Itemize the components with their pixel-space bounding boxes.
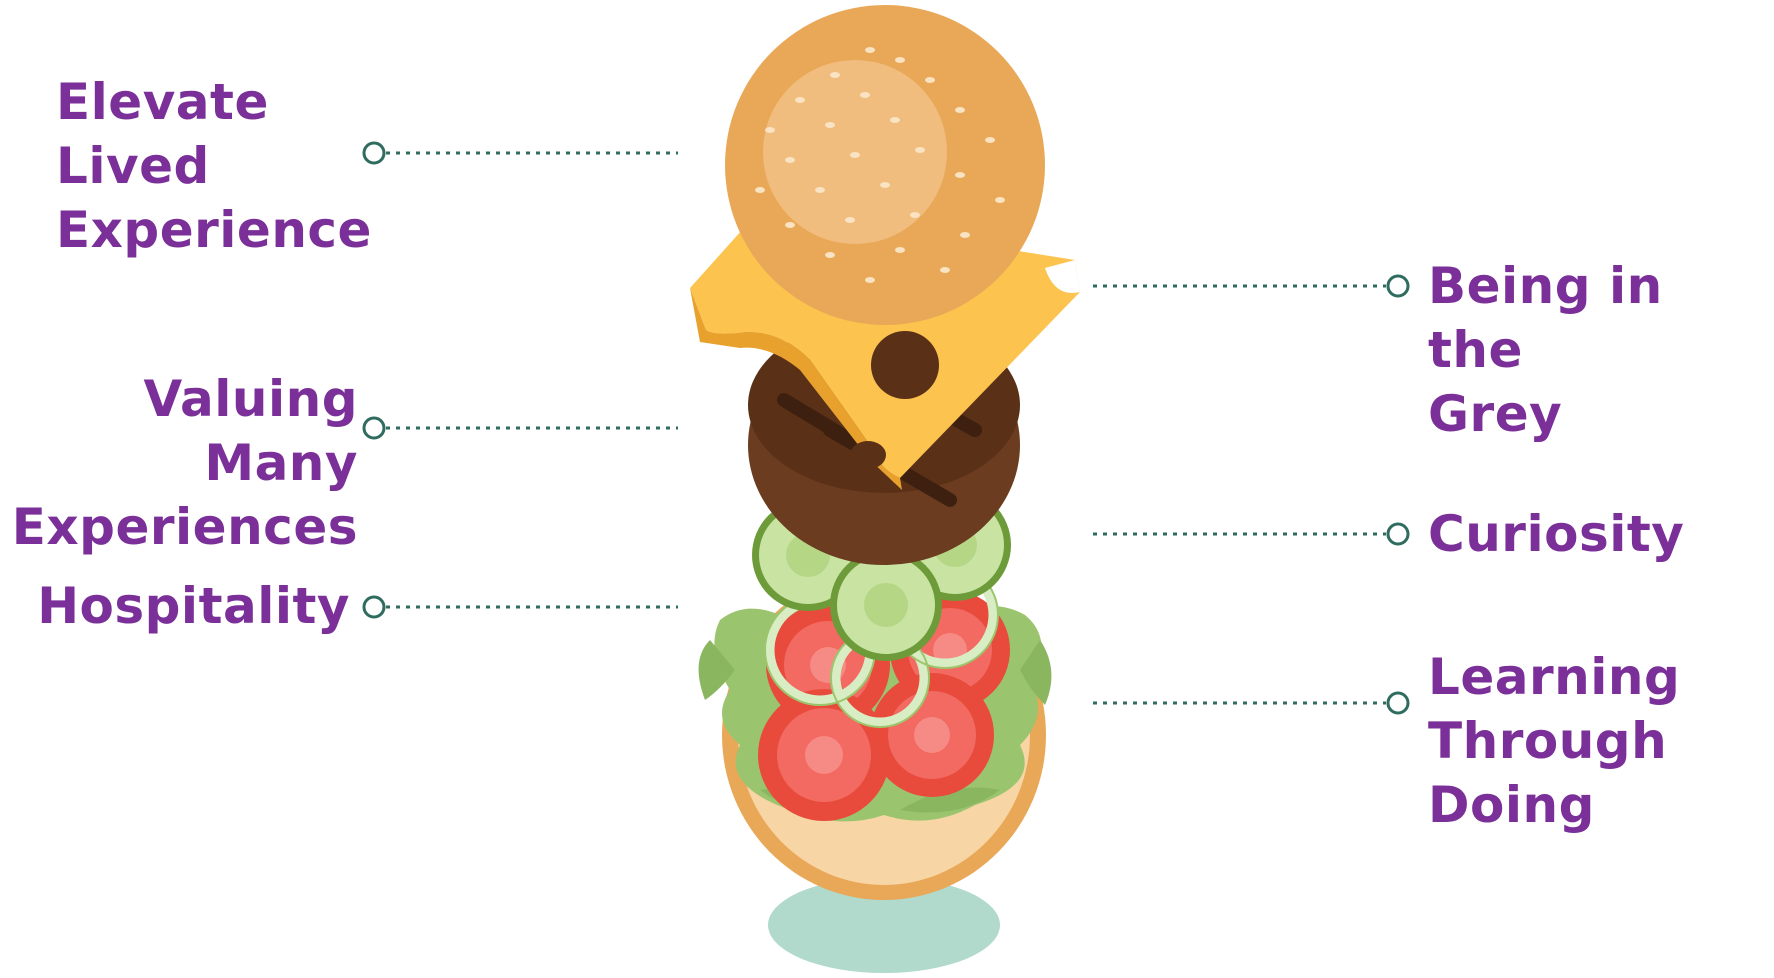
label-curiosity: Curiosity — [1428, 502, 1684, 566]
label-elevate-lived-experience: Elevate Lived Experience — [56, 70, 372, 262]
top-bun — [725, 5, 1045, 325]
connector-learning — [1093, 693, 1408, 713]
connector-grey — [1093, 276, 1408, 296]
connector-curiosity — [1093, 524, 1408, 544]
label-learning-through-doing: Learning Through Doing — [1428, 645, 1680, 837]
connector-hospitality — [364, 597, 678, 617]
connector-valuing — [364, 418, 678, 438]
label-being-in-the-grey: Being in the Grey — [1428, 254, 1774, 446]
label-hospitality: Hospitality — [37, 574, 350, 638]
connector-elevate — [364, 143, 678, 163]
label-valuing-many-experiences: Valuing Many Experiences — [12, 367, 358, 559]
